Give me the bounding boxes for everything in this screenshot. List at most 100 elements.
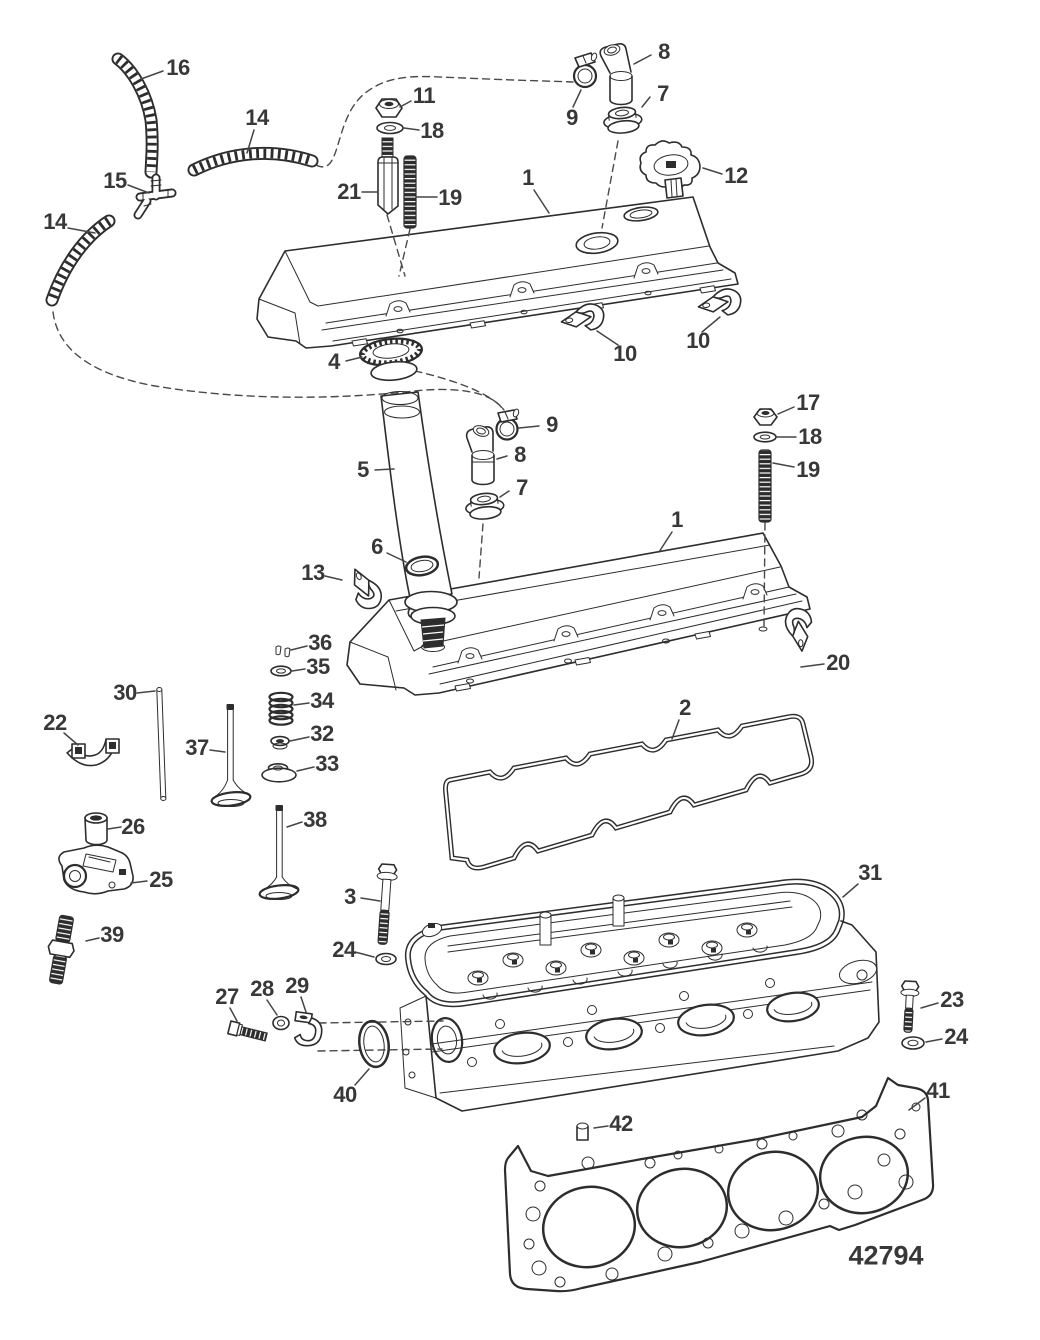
leader-line-13 — [324, 575, 343, 581]
hose-clamp-9-mid — [495, 408, 520, 441]
leader-line-24 — [925, 1038, 943, 1043]
o-ring-6 — [404, 555, 440, 577]
leader-line-10 — [596, 330, 619, 346]
stud-19-top — [403, 155, 417, 229]
leader-line-12 — [702, 167, 723, 175]
callout-label-23-46: 23 — [940, 987, 964, 1012]
leader-line-25 — [130, 880, 148, 884]
callout-label-24-47: 24 — [944, 1024, 968, 1049]
callout-label-17-16: 17 — [796, 390, 820, 415]
construction-lines — [52, 75, 574, 412]
callout-label-25-38: 25 — [149, 867, 173, 892]
leader-line-20 — [800, 663, 825, 668]
callout-label-4-15: 4 — [328, 349, 340, 374]
callout-label-29-45: 29 — [285, 973, 309, 998]
leader-line-9 — [572, 89, 582, 108]
stud-39 — [47, 914, 75, 985]
bolt-23 — [900, 980, 920, 1033]
clip-13 — [353, 568, 383, 610]
callout-label-31-42: 31 — [858, 860, 882, 885]
leader-line-28 — [266, 999, 278, 1016]
rocker-arm-25 — [58, 844, 134, 895]
callout-label-10-14: 10 — [686, 328, 710, 353]
clip-10-left — [560, 303, 605, 331]
leader-line-41 — [908, 1097, 926, 1111]
callout-label-15-2: 15 — [103, 168, 127, 193]
grommet-7-mid — [465, 492, 505, 520]
callout-label-37-33: 37 — [185, 735, 209, 760]
cylinder-head — [399, 878, 880, 1112]
callout-label-16-0: 16 — [166, 55, 190, 80]
leader-line-34 — [293, 702, 310, 706]
leader-line-3 — [360, 897, 381, 902]
washer-24-right — [901, 1036, 925, 1050]
leader-line-17 — [777, 406, 795, 415]
leader-line-24 — [354, 951, 375, 958]
valve-seal-32 — [270, 735, 290, 750]
valve-38 — [258, 805, 300, 900]
callout-label-9-8: 9 — [566, 105, 578, 130]
elbow-fitting-8-mid — [465, 425, 495, 486]
callout-label-40-48: 40 — [333, 1082, 357, 1107]
callout-label-33-35: 33 — [315, 751, 339, 776]
callout-leader-lines — [63, 54, 943, 1129]
plug-construction-lines — [317, 1020, 444, 1052]
leader-line-23 — [920, 1002, 939, 1009]
callout-label-26-36: 26 — [121, 814, 145, 839]
callout-label-12-11: 12 — [724, 163, 748, 188]
leader-line-36 — [290, 645, 308, 651]
callout-label-3-40: 3 — [344, 884, 356, 909]
leader-line-18 — [403, 127, 420, 131]
callout-label-34-32: 34 — [310, 688, 334, 713]
bolt-3 — [376, 863, 398, 945]
leader-line-16 — [140, 70, 164, 80]
bracket-29 — [293, 1010, 323, 1047]
hose-16 — [111, 52, 159, 179]
callout-label-6-24: 6 — [371, 534, 383, 559]
clip-20 — [784, 607, 813, 652]
callout-label-36-28: 36 — [308, 630, 332, 655]
oil-fill-tube-5 — [380, 391, 458, 652]
callout-label-7-10: 7 — [657, 81, 669, 106]
washer-28 — [272, 1015, 290, 1031]
leader-line-6 — [386, 552, 407, 563]
callout-label-14-3: 14 — [43, 209, 67, 234]
leader-line-15 — [127, 184, 150, 194]
washer-18-top — [376, 121, 404, 135]
valve-37 — [210, 704, 252, 807]
guide-plate-22 — [66, 738, 120, 767]
callout-label-13-25: 13 — [301, 560, 325, 585]
callout-label-1-12: 1 — [522, 165, 534, 190]
leader-line-40 — [354, 1068, 370, 1086]
oil-cap-12 — [639, 140, 701, 199]
leader-line-27 — [229, 1007, 238, 1022]
leader-line-11 — [399, 100, 412, 108]
leader-line-29 — [300, 996, 307, 1013]
leader-line-4 — [345, 356, 363, 362]
callout-label-19-18: 19 — [796, 457, 820, 482]
elbow-fitting-8-top — [599, 43, 633, 106]
callout-label-14-1: 14 — [245, 105, 269, 130]
callout-label-35-29: 35 — [306, 654, 330, 679]
leader-line-2 — [671, 719, 680, 740]
pushrod-30 — [156, 687, 167, 801]
leader-line-22 — [63, 732, 79, 746]
callout-label-41-49: 41 — [926, 1078, 950, 1103]
clip-10-right — [697, 288, 742, 316]
leader-line-42 — [593, 1125, 609, 1129]
tee-fitting-15 — [133, 173, 177, 220]
callout-label-27-43: 27 — [215, 984, 239, 1009]
head-gasket — [503, 1076, 935, 1293]
callout-label-9-19: 9 — [546, 412, 558, 437]
callout-label-7-22: 7 — [516, 475, 528, 500]
leader-line-33 — [296, 766, 315, 772]
washer-24-left — [375, 952, 397, 966]
callout-label-30-30: 30 — [113, 680, 137, 705]
callout-label-28-44: 28 — [250, 976, 274, 1001]
dowel-42 — [576, 1122, 589, 1141]
nut-11 — [375, 98, 403, 118]
callout-label-8-9: 8 — [658, 39, 670, 64]
drawing-number: 42794 — [848, 1240, 924, 1271]
